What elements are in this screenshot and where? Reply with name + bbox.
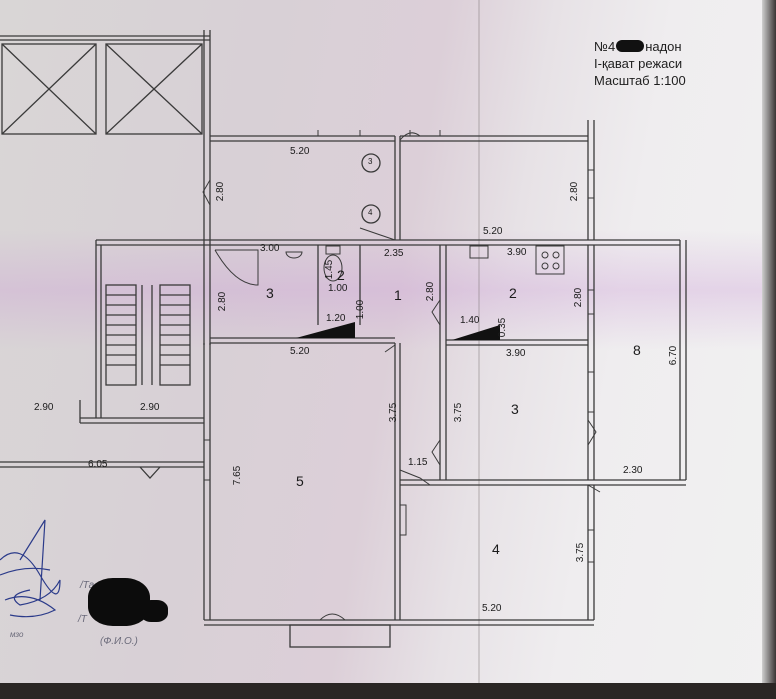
dim-label: 1.00 bbox=[328, 283, 348, 294]
dim-label: 2.80 bbox=[425, 281, 437, 302]
step-wedge-left bbox=[296, 322, 355, 338]
room-number: 8 bbox=[633, 342, 641, 358]
circle-marker-label: 4 bbox=[368, 208, 373, 217]
dim-label: 2.35 bbox=[384, 248, 404, 259]
signature-caption: (Ф.И.О.) bbox=[100, 636, 138, 647]
dim-label: 2.80 bbox=[569, 181, 581, 202]
dim-label: 5.20 bbox=[482, 603, 502, 614]
dim-label: 5.20 bbox=[290, 346, 310, 357]
paper-fold bbox=[478, 0, 480, 699]
stairwell bbox=[79, 239, 204, 424]
redaction-blot bbox=[88, 578, 150, 626]
door-swings bbox=[202, 132, 601, 621]
title-number: №4 bbox=[594, 39, 616, 54]
dim-label: 1.20 bbox=[326, 313, 346, 324]
step-wedge-right bbox=[452, 325, 500, 340]
dim-label: 2.90 bbox=[34, 402, 54, 413]
upper-walls bbox=[203, 120, 595, 345]
dim-label: 3.90 bbox=[506, 348, 526, 359]
dim-label: 3.00 bbox=[260, 243, 280, 254]
dim-label: 0.35 bbox=[497, 317, 509, 338]
dim-label: 2.80 bbox=[215, 181, 227, 202]
dim-label: 1.15 bbox=[408, 457, 428, 468]
dim-label: 1.45 bbox=[324, 259, 336, 280]
room-number: 2 bbox=[337, 267, 345, 283]
redaction-blot bbox=[140, 600, 168, 622]
signature-name-2: /Т bbox=[78, 614, 87, 625]
dim-label: 3.90 bbox=[507, 247, 527, 258]
dim-label: 2.30 bbox=[623, 465, 643, 476]
photo-edge-bottom bbox=[0, 683, 776, 699]
room-number: 1 bbox=[394, 287, 402, 303]
room-number: 4 bbox=[492, 541, 500, 557]
windows bbox=[30, 130, 595, 563]
dim-label: 1.40 bbox=[460, 315, 480, 326]
lower-walls bbox=[203, 343, 686, 648]
dim-label: 5.20 bbox=[483, 226, 503, 237]
dim-label: 7.65 bbox=[232, 465, 244, 486]
elevator-shafts bbox=[0, 30, 211, 136]
dim-label: 6.70 bbox=[668, 345, 680, 366]
photo-edge-right bbox=[762, 0, 776, 699]
lighting-band bbox=[0, 230, 776, 350]
dim-label: 5.20 bbox=[290, 146, 310, 157]
fixtures bbox=[214, 245, 565, 286]
dim-label: 1.00 bbox=[355, 299, 367, 320]
dim-label: 2.80 bbox=[573, 287, 585, 308]
dim-label: 3.75 bbox=[388, 402, 400, 423]
signature-scribble bbox=[0, 519, 61, 618]
dim-label: 6.05 bbox=[88, 459, 108, 470]
title-scale: Масштаб 1:100 bbox=[594, 73, 686, 88]
room-number: 2 bbox=[509, 285, 517, 301]
title-suffix: надон bbox=[645, 39, 682, 54]
title-floor-plan: I-қават режаси bbox=[594, 56, 683, 71]
room-number: 3 bbox=[511, 401, 519, 417]
dim-label: 2.90 bbox=[140, 402, 160, 413]
corridor-wall bbox=[0, 461, 204, 479]
dim-label: 3.75 bbox=[453, 402, 465, 423]
dim-label: 2.80 bbox=[217, 291, 229, 312]
signature-small-text: мзо bbox=[10, 630, 24, 639]
redaction-mark bbox=[616, 40, 645, 52]
middle-walls bbox=[204, 239, 687, 480]
room-number: 3 bbox=[266, 285, 274, 301]
title-block: №4 надон I-қават режаси Масштаб 1:100 bbox=[594, 38, 686, 89]
title-line-1: №4 надон bbox=[594, 38, 686, 55]
dim-label: 3.75 bbox=[575, 542, 587, 563]
circle-marker-label: 3 bbox=[368, 157, 373, 166]
room-number: 5 bbox=[296, 473, 304, 489]
